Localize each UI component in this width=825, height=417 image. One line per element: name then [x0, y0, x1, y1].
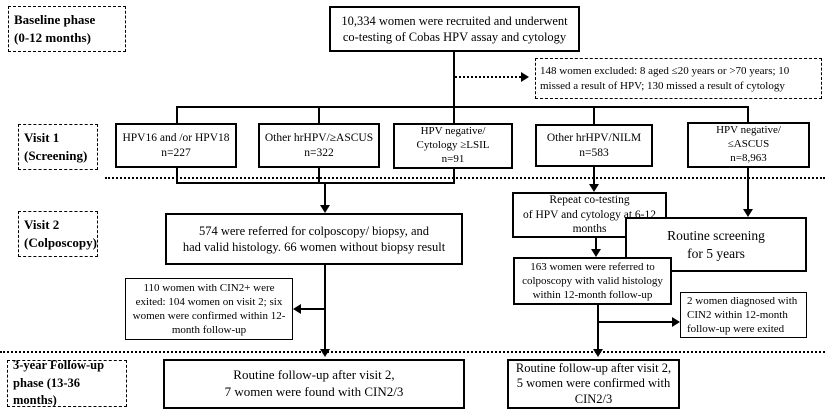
phase-label-visit1-line2: (Screening): [24, 148, 88, 163]
connector-nilm-down: [593, 167, 595, 186]
box-exited-110: 110 women with CIN2+ were exited: 104 wo…: [125, 278, 293, 340]
box-followup-7-line2: 7 women were found with CIN2/3: [224, 384, 404, 399]
arrowhead-to-excluded: [521, 72, 529, 82]
phase-label-visit1-line1: Visit 1: [24, 129, 60, 145]
phase-separator-1: [105, 177, 825, 179]
connector-merge-3: [453, 168, 455, 184]
connector-excluded-dotted: [455, 76, 521, 78]
box-followup-7: Routine follow-up after visit 2, 7 women…: [163, 359, 465, 409]
arrowhead-to-163: [591, 249, 601, 257]
arrowhead-to-followup-5: [593, 349, 603, 357]
connector-drop-hpvneg-lsil: [453, 106, 455, 123]
arrowhead-to-repeat: [589, 184, 599, 192]
phase-label-visit2: Visit 2 (Colposcopy): [18, 211, 98, 257]
box-followup-5-line3: CIN2/3: [574, 391, 613, 406]
box-exited-110-line1: 110 women with CIN2+ were: [143, 281, 275, 294]
connector-ascus-down: [747, 168, 749, 210]
box-exited-2-line1: 2 women diagnosed with: [687, 294, 798, 307]
box-arm-other-hrhpv-ascus-line1: Other hrHPV/≥ASCUS: [264, 131, 374, 144]
arrowhead-to-followup-7: [320, 349, 330, 357]
box-arm-other-hrhpv-nilm: Other hrHPV/NILM n=583: [535, 124, 653, 167]
box-arm-other-hrhpv-ascus-line2: n=322: [304, 146, 334, 159]
box-repeat-cotesting-line2: of HPV and cytology at 6-12: [523, 208, 656, 221]
arrowhead-to-routine-5yr: [743, 209, 753, 217]
connector-merge-horizontal: [176, 182, 455, 184]
box-recruited-line1: 10,334 women were recruited and underwen…: [341, 13, 568, 28]
box-referred-163-line3: within 12-month follow-up: [532, 289, 653, 302]
box-arm-hpvneg-ascus-line1: HPV negative/: [716, 124, 781, 137]
box-arm-hpvneg-lsil: HPV negative/ Cytology ≥LSIL n=91: [393, 123, 513, 169]
box-recruited: 10,334 women were recruited and underwen…: [329, 6, 580, 52]
phase-label-baseline-line2: (0-12 months): [14, 30, 91, 45]
box-recruited-line2: co-testing of Cobas HPV assay and cytolo…: [342, 30, 567, 44]
connector-163-down: [597, 305, 599, 351]
arrowhead-to-574: [320, 205, 330, 213]
box-followup-5-line1: Routine follow-up after visit 2,: [515, 360, 672, 375]
box-exited-2-line2: CIN2 within 12-month: [687, 308, 788, 321]
connector-splitter: [176, 106, 749, 108]
box-excluded-line1: 148 women excluded: 8 aged ≤20 years or …: [540, 65, 790, 78]
box-exited-110-line2: exited: 104 women on visit 2; six: [135, 295, 283, 308]
connector-merge-2: [318, 167, 320, 184]
connector-to-574: [324, 182, 326, 206]
connector-merge-1: [176, 167, 178, 184]
box-colposcopy-574-line2: had valid histology. 66 women without bi…: [182, 240, 446, 254]
phase-label-baseline: Baseline phase (0-12 months): [8, 6, 126, 52]
box-arm-hpvneg-lsil-line2: Cytology ≥LSIL: [416, 139, 490, 152]
connector-drop-hpv16: [176, 106, 178, 124]
box-repeat-cotesting-line1: Repeat co-testing: [549, 194, 630, 207]
box-arm-hpvneg-lsil-line1: HPV negative/: [420, 125, 486, 138]
box-followup-5-line2: 5 women were confirmed with: [516, 376, 671, 391]
box-arm-other-hrhpv-ascus: Other hrHPV/≥ASCUS n=322: [258, 123, 380, 168]
box-arm-hpvneg-ascus-line3: n=8,963: [730, 151, 767, 164]
box-arm-hpvneg-lsil-line3: n=91: [441, 152, 465, 165]
phase-label-followup-line2: phase (13-36 months): [13, 375, 81, 408]
box-followup-7-line1: Routine follow-up after visit 2,: [233, 367, 395, 383]
arrowhead-to-exited-110: [293, 304, 301, 314]
box-colposcopy-574: 574 were referred for colposcopy/ biopsy…: [165, 213, 463, 265]
box-excluded: 148 women excluded: 8 aged ≤20 years or …: [535, 58, 822, 99]
box-colposcopy-574-line1: 574 were referred for colposcopy/ biopsy…: [198, 223, 429, 238]
box-routine-screening-5yr-line1: Routine screening: [667, 227, 765, 243]
connector-drop-hpvneg-ascus: [747, 106, 749, 122]
box-repeat-cotesting: Repeat co-testing of HPV and cytology at…: [512, 192, 667, 238]
phase-label-followup: 3-year Follow-up phase (13-36 months): [7, 358, 127, 408]
arrowhead-to-exited-2: [672, 317, 680, 327]
box-exited-110-line4: month follow-up: [171, 324, 247, 337]
phase-label-baseline-line1: Baseline phase: [14, 11, 96, 27]
phase-separator-2: [0, 351, 825, 353]
connector-drop-other-nilm: [593, 106, 595, 125]
phase-label-visit2-line1: Visit 2: [24, 216, 60, 232]
box-referred-163: 163 women were referred to colposcopy wi…: [513, 257, 672, 305]
connector-exit-2: [598, 321, 672, 323]
connector-exit-110: [300, 308, 326, 310]
box-exited-110-line3: women were confirmed within 12-: [132, 310, 286, 322]
box-excluded-line2: missed a result of HPV; 130 missed a res…: [540, 79, 785, 92]
box-referred-163-line2: colposcopy with valid histology: [522, 274, 663, 287]
box-arm-hpv16-line1: HPV16 and /or HPV18: [122, 131, 230, 144]
box-arm-hpvneg-ascus: HPV negative/ ≤ASCUS n=8,963: [687, 122, 810, 168]
box-exited-2-line3: follow-up were exited: [687, 323, 785, 336]
box-repeat-cotesting-line3: months: [572, 223, 607, 236]
phase-label-visit1: Visit 1 (Screening): [18, 124, 98, 170]
connector-stem: [453, 52, 455, 106]
connector-repeat-down: [595, 238, 597, 250]
box-arm-hpv16-line2: n=227: [161, 146, 191, 159]
box-referred-163-line1: 163 women were referred to: [530, 260, 655, 273]
box-arm-hpv16: HPV16 and /or HPV18 n=227: [115, 123, 237, 168]
phase-label-visit2-line2: (Colposcopy): [24, 235, 97, 250]
box-exited-2: 2 women diagnosed with CIN2 within 12-mo…: [680, 292, 807, 338]
box-routine-screening-5yr-line2: for 5 years: [687, 245, 745, 261]
box-arm-hpvneg-ascus-line2: ≤ASCUS: [727, 138, 770, 151]
connector-drop-other-ascus: [318, 106, 320, 124]
box-arm-other-hrhpv-nilm-line2: n=583: [579, 146, 609, 159]
box-arm-other-hrhpv-nilm-line1: Other hrHPV/NILM: [546, 131, 642, 144]
phase-label-followup-line1: 3-year Follow-up: [13, 358, 105, 373]
box-followup-5: Routine follow-up after visit 2, 5 women…: [507, 359, 680, 409]
